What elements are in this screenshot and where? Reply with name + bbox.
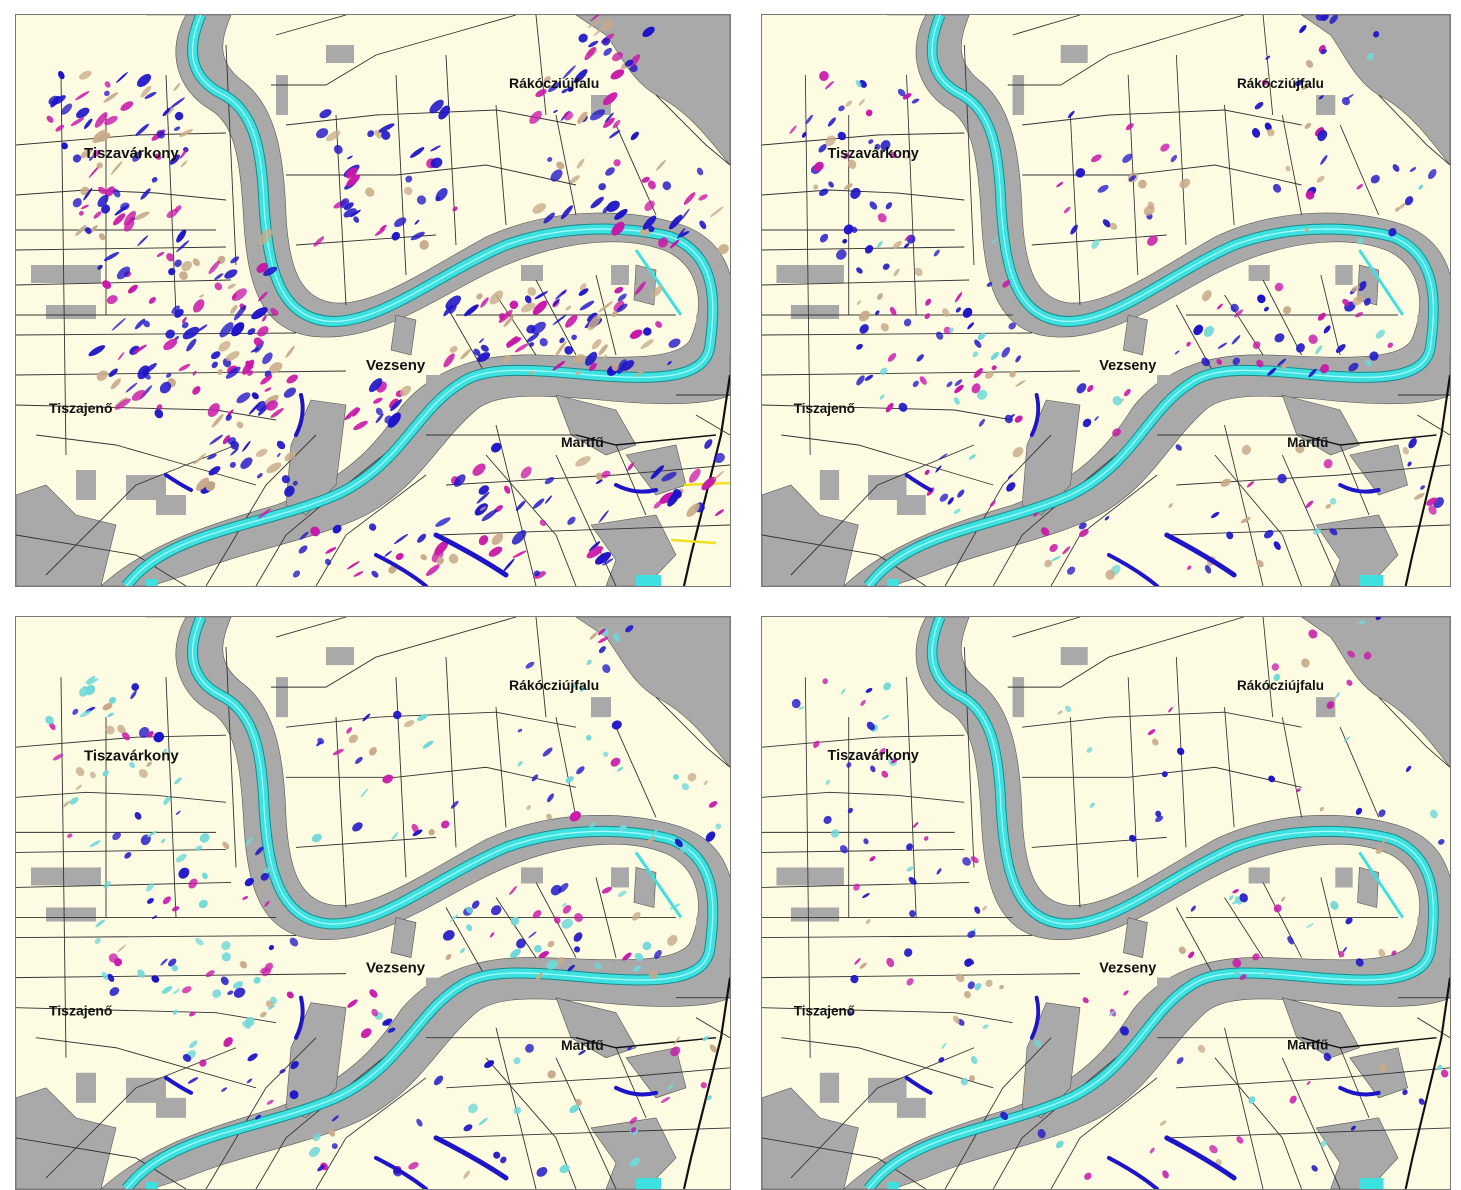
inundation-patches — [791, 617, 1449, 1189]
map-svg: Tiszavárkony RákócziújfaluVezsenyTiszajen… — [762, 15, 1450, 586]
place-label-rakocziujfalu: Rákócziújfalu — [509, 75, 599, 91]
inundation-patches — [789, 15, 1444, 586]
place-label-vezseny: Vezseny — [366, 960, 426, 977]
place-label-tiszajeno: Tiszajenő — [49, 1003, 112, 1019]
inundation-patches — [46, 15, 729, 586]
place-label-vezseny: Vezseny — [1099, 358, 1157, 374]
place-label-tiszavarkony: Tiszavárkony — [828, 748, 920, 764]
place-label-tiszavarkony: Tiszavárkony — [84, 747, 179, 764]
place-label-tiszavarkony: Tiszavárkony — [828, 146, 920, 162]
inundation-patches — [45, 625, 722, 1189]
place-label-vezseny: Vezseny — [1099, 960, 1157, 976]
place-label-tiszajeno: Tiszajenő — [49, 400, 113, 416]
place-label-rakocziujfalu: Rákócziújfalu — [1237, 76, 1324, 91]
tisza-river — [864, 617, 1439, 1189]
place-label-rakocziujfalu: Rákócziújfalu — [1237, 678, 1324, 693]
place-label-martfu: Martfű — [1287, 1038, 1328, 1053]
place-label-martfu: Martfű — [561, 434, 604, 450]
place-label-martfu: Martfű — [1287, 435, 1328, 450]
place-label-rakocziujfalu: Rákócziújfalu — [509, 677, 599, 693]
place-labels: Tiszavárkony RákócziújfaluVezsenyTiszajen… — [49, 75, 604, 450]
tisza-river — [864, 15, 1439, 586]
place-label-tiszajeno: Tiszajenő — [794, 1003, 855, 1018]
place-labels: Tiszavárkony RákócziújfaluVezsenyTiszajen… — [794, 76, 1329, 450]
parcel-lines — [762, 617, 1450, 1189]
tisza-river — [121, 15, 719, 586]
place-label-vezseny: Vezseny — [366, 357, 426, 374]
place-labels: Tiszavárkony RákócziújfaluVezsenyTiszajen… — [794, 678, 1329, 1053]
place-label-martfu: Martfű — [561, 1037, 604, 1053]
map-svg: Tiszavárkony RákócziújfaluVezsenyTiszajen… — [762, 617, 1450, 1189]
map-svg: Tiszavárkony RákócziújfaluVezsenyTiszajen… — [16, 617, 730, 1189]
parcel-lines — [762, 15, 1450, 586]
place-label-tiszajeno: Tiszajenő — [794, 401, 855, 416]
map-svg: Tiszavárkony RákócziújfaluVezsenyTiszajen… — [16, 15, 730, 586]
place-labels: Tiszavárkony RákócziújfaluVezsenyTiszajen… — [49, 677, 604, 1053]
parcel-lines — [16, 15, 730, 586]
place-label-tiszavarkony: Tiszavárkony — [84, 145, 179, 162]
